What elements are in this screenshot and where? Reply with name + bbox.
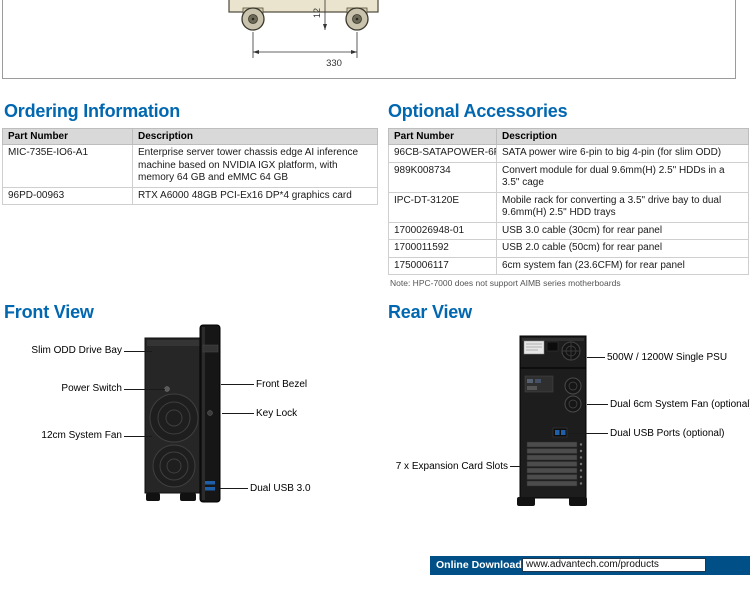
label-slim-odd-drive-bay: Slim ODD Drive Bay	[31, 345, 122, 356]
part-number-cell: 1700011592	[388, 239, 497, 258]
front-12cm-fans	[149, 393, 199, 488]
ordering-table-container: Part Number Description MIC-735E-IO6-A1 …	[2, 128, 378, 205]
part-number-cell: 96CB-SATAPOWER-6P2	[388, 144, 497, 163]
table-row: 1700011592 USB 2.0 cable (50cm) for rear…	[388, 239, 749, 258]
description-cell: RTX A6000 48GB PCI-Ex16 DP*4 graphics ca…	[132, 186, 378, 205]
leader-line	[124, 351, 152, 352]
front-view-title: Front View	[4, 302, 94, 322]
part-number-cell: 96PD-00963	[2, 186, 133, 205]
part-number-cell: 1750006117	[388, 256, 497, 275]
label-psu: 500W / 1200W Single PSU	[607, 352, 728, 363]
psu-area	[520, 340, 586, 369]
label-expansion-slots: 7 x Expansion Card Slots	[395, 461, 508, 472]
column-header-part-number: Part Number	[388, 128, 497, 145]
table-row: 96CB-SATAPOWER-6P2 SATA power wire 6-pin…	[388, 144, 749, 163]
table-row: 1700026948-01 USB 3.0 cable (30cm) for r…	[388, 221, 749, 240]
rear-view-diagram	[517, 335, 587, 506]
description-cell: 6cm system fan (23.6CFM) for rear panel	[496, 256, 749, 275]
accessories-table-container: Part Number Description 96CB-SATAPOWER-6…	[388, 128, 749, 288]
leader-line	[587, 404, 608, 405]
part-number-cell: 989K008734	[388, 161, 497, 193]
description-cell: USB 3.0 cable (30cm) for rear panel	[496, 221, 749, 240]
table-row: 989K008734 Convert module for dual 9.6mm…	[388, 161, 749, 193]
description-cell: Mobile rack for converting a 3.5" drive …	[496, 191, 749, 223]
description-cell: Convert module for dual 9.6mm(H) 2.5" HD…	[496, 161, 749, 193]
expansion-slots	[526, 441, 583, 487]
table-row: 1750006117 6cm system fan (23.6CFM) for …	[388, 256, 749, 275]
label-front-bezel: Front Bezel	[256, 379, 308, 390]
ordering-table: Part Number Description MIC-735E-IO6-A1 …	[2, 128, 378, 205]
ordering-information-title: Ordering Information	[4, 101, 181, 121]
leader-line	[220, 488, 248, 489]
part-number-cell: 1700026948-01	[388, 221, 497, 240]
online-download-label: Online Download	[436, 559, 522, 571]
label-dual-usb: Dual USB 3.0	[250, 483, 311, 494]
table-row: IPC-DT-3120E Mobile rack for converting …	[388, 191, 749, 223]
rear-usb-ports	[552, 427, 568, 438]
label-rear-usb: Dual USB Ports (optional)	[610, 428, 725, 439]
description-cell: Enterprise server tower chassis edge AI …	[132, 144, 378, 188]
rear-chassis-illustration	[517, 335, 587, 506]
dimension-width-label: 330	[326, 58, 342, 69]
accessories-note: Note: HPC-7000 does not support AIMB ser…	[390, 278, 621, 288]
dimension-height-label: 12	[312, 8, 322, 18]
rear-6cm-fans	[564, 377, 582, 413]
table-row: 96PD-00963 RTX A6000 48GB PCI-Ex16 DP*4 …	[2, 186, 378, 205]
dimension-lines	[252, 0, 358, 58]
leader-line	[124, 436, 152, 437]
download-url-link[interactable]: www.advantech.com/products	[522, 558, 706, 572]
label-12cm-system-fan: 12cm System Fan	[41, 430, 122, 441]
front-usb-ports	[205, 481, 215, 491]
ordering-header-row: Part Number Description	[2, 128, 378, 145]
leader-line	[124, 389, 165, 390]
chassis-bottom-illustration	[228, 0, 379, 31]
leader-line	[221, 384, 254, 385]
front-chassis-illustration	[144, 324, 221, 503]
leader-line	[568, 433, 608, 434]
label-rear-fan: Dual 6cm System Fan (optional)	[610, 399, 750, 410]
dimension-drawing-box: 12 330	[2, 0, 736, 79]
label-key-lock: Key Lock	[256, 408, 298, 419]
leader-line	[587, 357, 605, 358]
leader-line	[222, 413, 254, 414]
footer-bar: Online Download www.advantech.com/produc…	[430, 556, 750, 575]
part-number-cell: IPC-DT-3120E	[388, 191, 497, 223]
key-lock-cylinder	[207, 410, 213, 416]
power-switch-button	[164, 386, 170, 392]
accessories-table: Part Number Description 96CB-SATAPOWER-6…	[388, 128, 749, 275]
table-row: MIC-735E-IO6-A1 Enterprise server tower …	[2, 144, 378, 188]
io-shield	[524, 375, 554, 393]
column-header-part-number: Part Number	[2, 128, 133, 145]
leader-line	[510, 466, 522, 467]
description-cell: SATA power wire 6-pin to big 4-pin (for …	[496, 144, 749, 163]
optional-accessories-title: Optional Accessories	[388, 101, 568, 121]
column-header-description: Description	[496, 128, 749, 145]
front-view-diagram	[144, 324, 221, 503]
rear-view-title: Rear View	[388, 302, 472, 322]
column-header-description: Description	[132, 128, 378, 145]
slim-odd-bay-slot	[202, 344, 219, 353]
accessories-header-row: Part Number Description	[388, 128, 749, 145]
description-cell: USB 2.0 cable (50cm) for rear panel	[496, 239, 749, 258]
chassis-bottom-dimension-drawing: 12 330	[228, 0, 379, 69]
part-number-cell: MIC-735E-IO6-A1	[2, 144, 133, 188]
label-power-switch: Power Switch	[61, 383, 122, 394]
